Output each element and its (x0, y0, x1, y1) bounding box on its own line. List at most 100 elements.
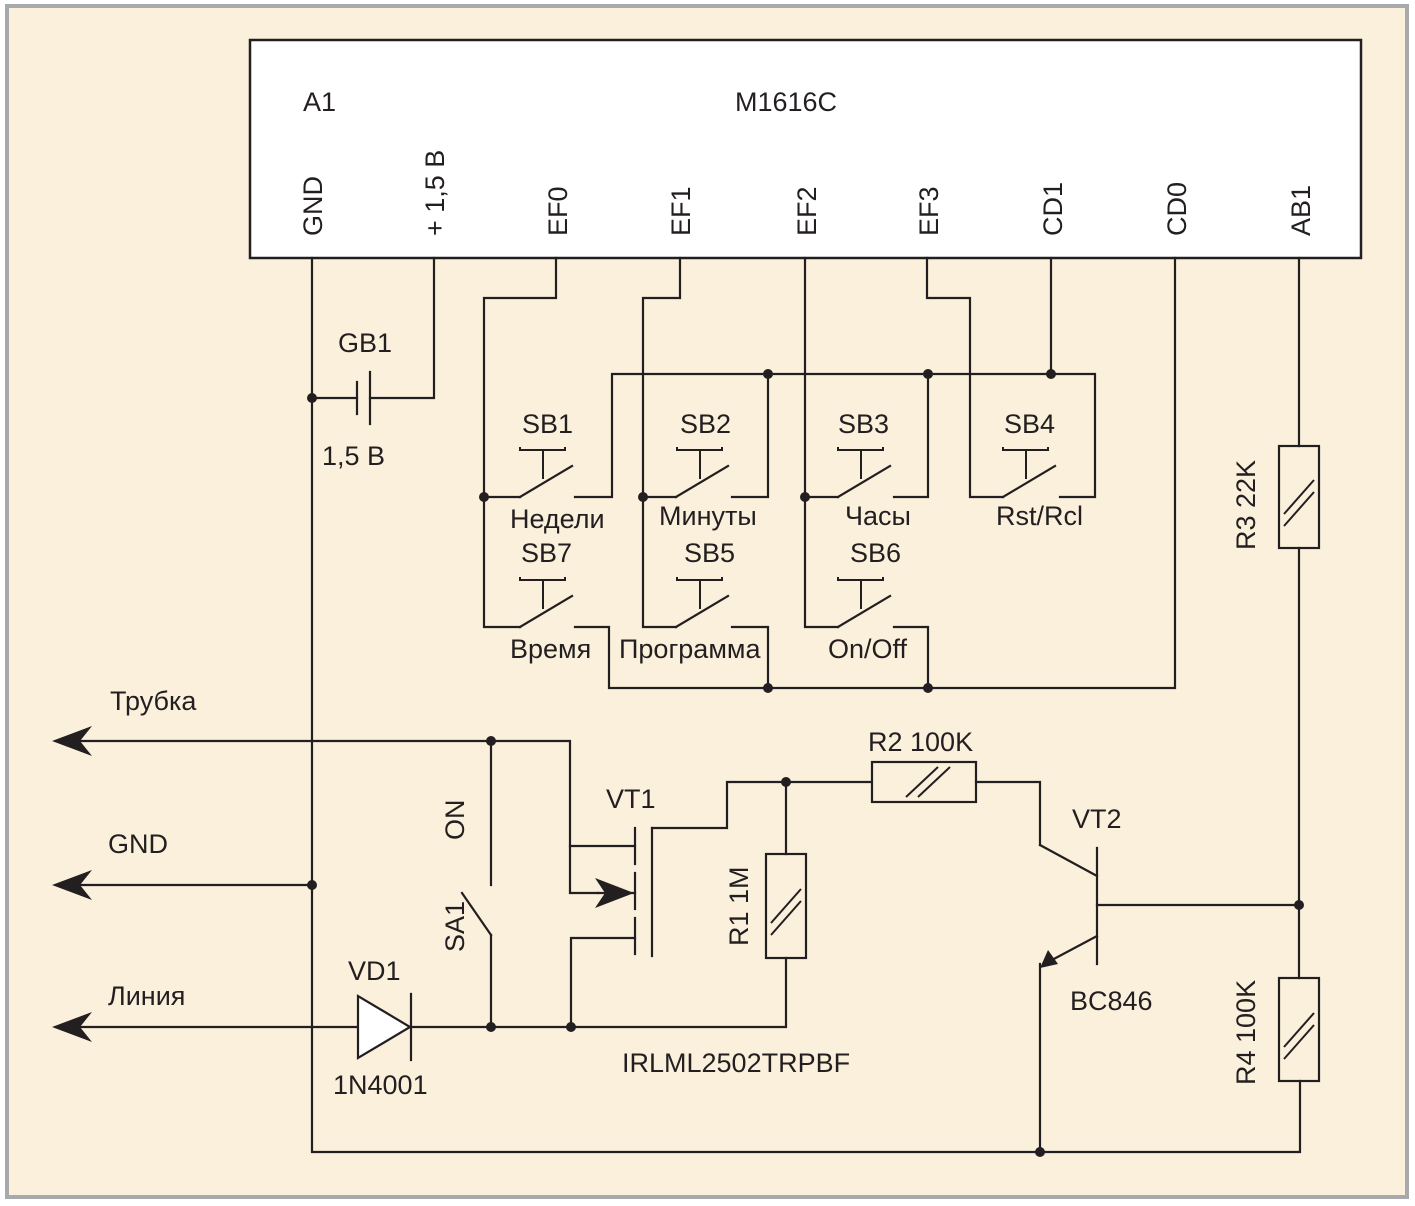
r1-body (764, 852, 808, 960)
switch-blade (460, 891, 493, 937)
chip-a1: A1 M1616C GND + 1,5 В EF0 EF1 EF2 EF3 CD… (248, 38, 1363, 260)
switch-ref-label: SA1 (440, 901, 470, 952)
diode-triangle (356, 994, 413, 1060)
pin-label-ef3: EF3 (914, 186, 944, 236)
junction-dot (763, 683, 773, 693)
emitter-lead (1050, 934, 1099, 962)
button-sb2: SB2 Минуты (659, 409, 757, 531)
battery-wire-right (368, 256, 436, 400)
vt2-ref-label: VT2 (1072, 804, 1122, 834)
emitter-arrow-icon (1040, 950, 1058, 968)
pin-label-cd1: CD1 (1038, 182, 1068, 236)
button-contact (836, 464, 892, 499)
r3-label: R3 22K (1231, 460, 1261, 550)
arrow-right-icon (595, 878, 634, 908)
trubka-wire (66, 739, 600, 895)
r2-label: R2 100K (868, 727, 973, 757)
button-function-label: Rst/Rcl (996, 501, 1083, 531)
junction-dot (763, 369, 773, 379)
ef0-wire (482, 256, 558, 629)
arrow-left-icon (52, 726, 92, 756)
chip-part-label: M1616C (735, 87, 837, 117)
r1-label: R1 1M (724, 866, 754, 946)
button-function-label: Часы (845, 501, 911, 531)
r4-label: R4 100K (1231, 980, 1261, 1085)
button-ref-label: SB5 (684, 538, 735, 568)
vt2-part-label: BC846 (1070, 986, 1153, 1016)
junction-dot (781, 777, 791, 787)
pin-label-ef0: EF0 (543, 186, 573, 236)
r2-to-vt2-wire (974, 780, 1042, 847)
pin-label-ef2: EF2 (792, 186, 822, 236)
junction-dot (1046, 369, 1056, 379)
arrow-left-icon (52, 870, 92, 900)
button-contact (674, 594, 730, 629)
cd0-row-wire (573, 256, 1177, 690)
diode-ref-label: VD1 (348, 956, 401, 986)
source-lead (569, 936, 637, 1029)
battery-value-label: 1,5 В (322, 441, 385, 471)
button-ref-label: SB4 (1004, 409, 1055, 439)
diode-part-label: 1N4001 (333, 1070, 428, 1100)
button-ref-label: SB7 (521, 538, 572, 568)
vt1-part-label: IRLML2502TRPBF (622, 1048, 850, 1078)
terminal-label: Трубка (110, 686, 197, 716)
chip-body (248, 38, 1363, 260)
resistor-hatch (905, 766, 939, 798)
button-function-label: On/Off (828, 634, 908, 664)
resistor-r1: R1 1M (724, 777, 808, 960)
terminal-liniya: Линия (52, 956, 788, 1042)
button-sb5: SB5 Программа (619, 538, 761, 664)
battery-gb1: GB1 1,5 В (310, 256, 436, 471)
chip-ref-label: A1 (303, 87, 336, 117)
terminal-gnd: GND (52, 829, 314, 900)
cd0-sb6-wire (892, 625, 930, 690)
resistor-hatch (1283, 1024, 1315, 1060)
terminal-label: Линия (108, 981, 185, 1011)
button-contact (674, 464, 730, 499)
resistor-hatch (770, 888, 802, 924)
pin-label-cd0: CD0 (1162, 182, 1192, 236)
terminal-label: GND (108, 829, 168, 859)
cd1-sb2-wire (730, 372, 770, 499)
button-ref-label: SB1 (522, 409, 573, 439)
cd1-sb3-wire (892, 372, 930, 499)
button-function-label: Время (510, 634, 591, 664)
pin-label-vplus: + 1,5 В (420, 150, 450, 236)
resistor-hatch (1283, 479, 1315, 515)
junction-dot (800, 492, 810, 502)
button-contact (518, 594, 574, 629)
ab1-divider: R3 22K R4 100K (1231, 256, 1321, 1085)
resistor-hatch (917, 766, 951, 798)
button-function-label: Минуты (659, 501, 757, 531)
cd1-row-wire (573, 372, 1097, 499)
ef3-wire (925, 256, 1005, 499)
button-ref-label: SB3 (838, 409, 889, 439)
junction-dot (923, 683, 933, 693)
pin-label-gnd: GND (298, 176, 328, 236)
button-sb6: SB6 On/Off (828, 538, 908, 664)
terminal-trubka: Трубка (52, 686, 600, 895)
resistor-r4 (1277, 976, 1321, 1083)
mosfet-vt1: VT1 IRLML2502TRPBF (568, 780, 872, 1078)
resistor-r2: R2 100K (868, 727, 1042, 847)
button-ref-label: SB2 (680, 409, 731, 439)
resistor-hatch (1283, 491, 1315, 527)
bjt-vt2: VT2 BC846 (1038, 804, 1301, 1154)
button-contact (518, 464, 574, 499)
resistor-hatch (770, 900, 802, 936)
ef1-wire (641, 256, 682, 629)
junction-dot (638, 492, 648, 502)
button-function-label: Программа (619, 634, 761, 664)
collector-lead (1038, 843, 1099, 878)
gate-wire (650, 780, 872, 830)
vt1-ref-label: VT1 (606, 784, 656, 814)
diode-vd1: VD1 1N4001 (333, 956, 428, 1100)
button-contact (1001, 464, 1057, 499)
button-function-label: Недели (510, 504, 605, 534)
button-sb1: SB1 Недели (510, 409, 605, 534)
cd0-sb5-wire (730, 625, 770, 690)
switch-state-label: ON (440, 800, 470, 841)
pin-label-ab1: AB1 (1286, 185, 1316, 236)
